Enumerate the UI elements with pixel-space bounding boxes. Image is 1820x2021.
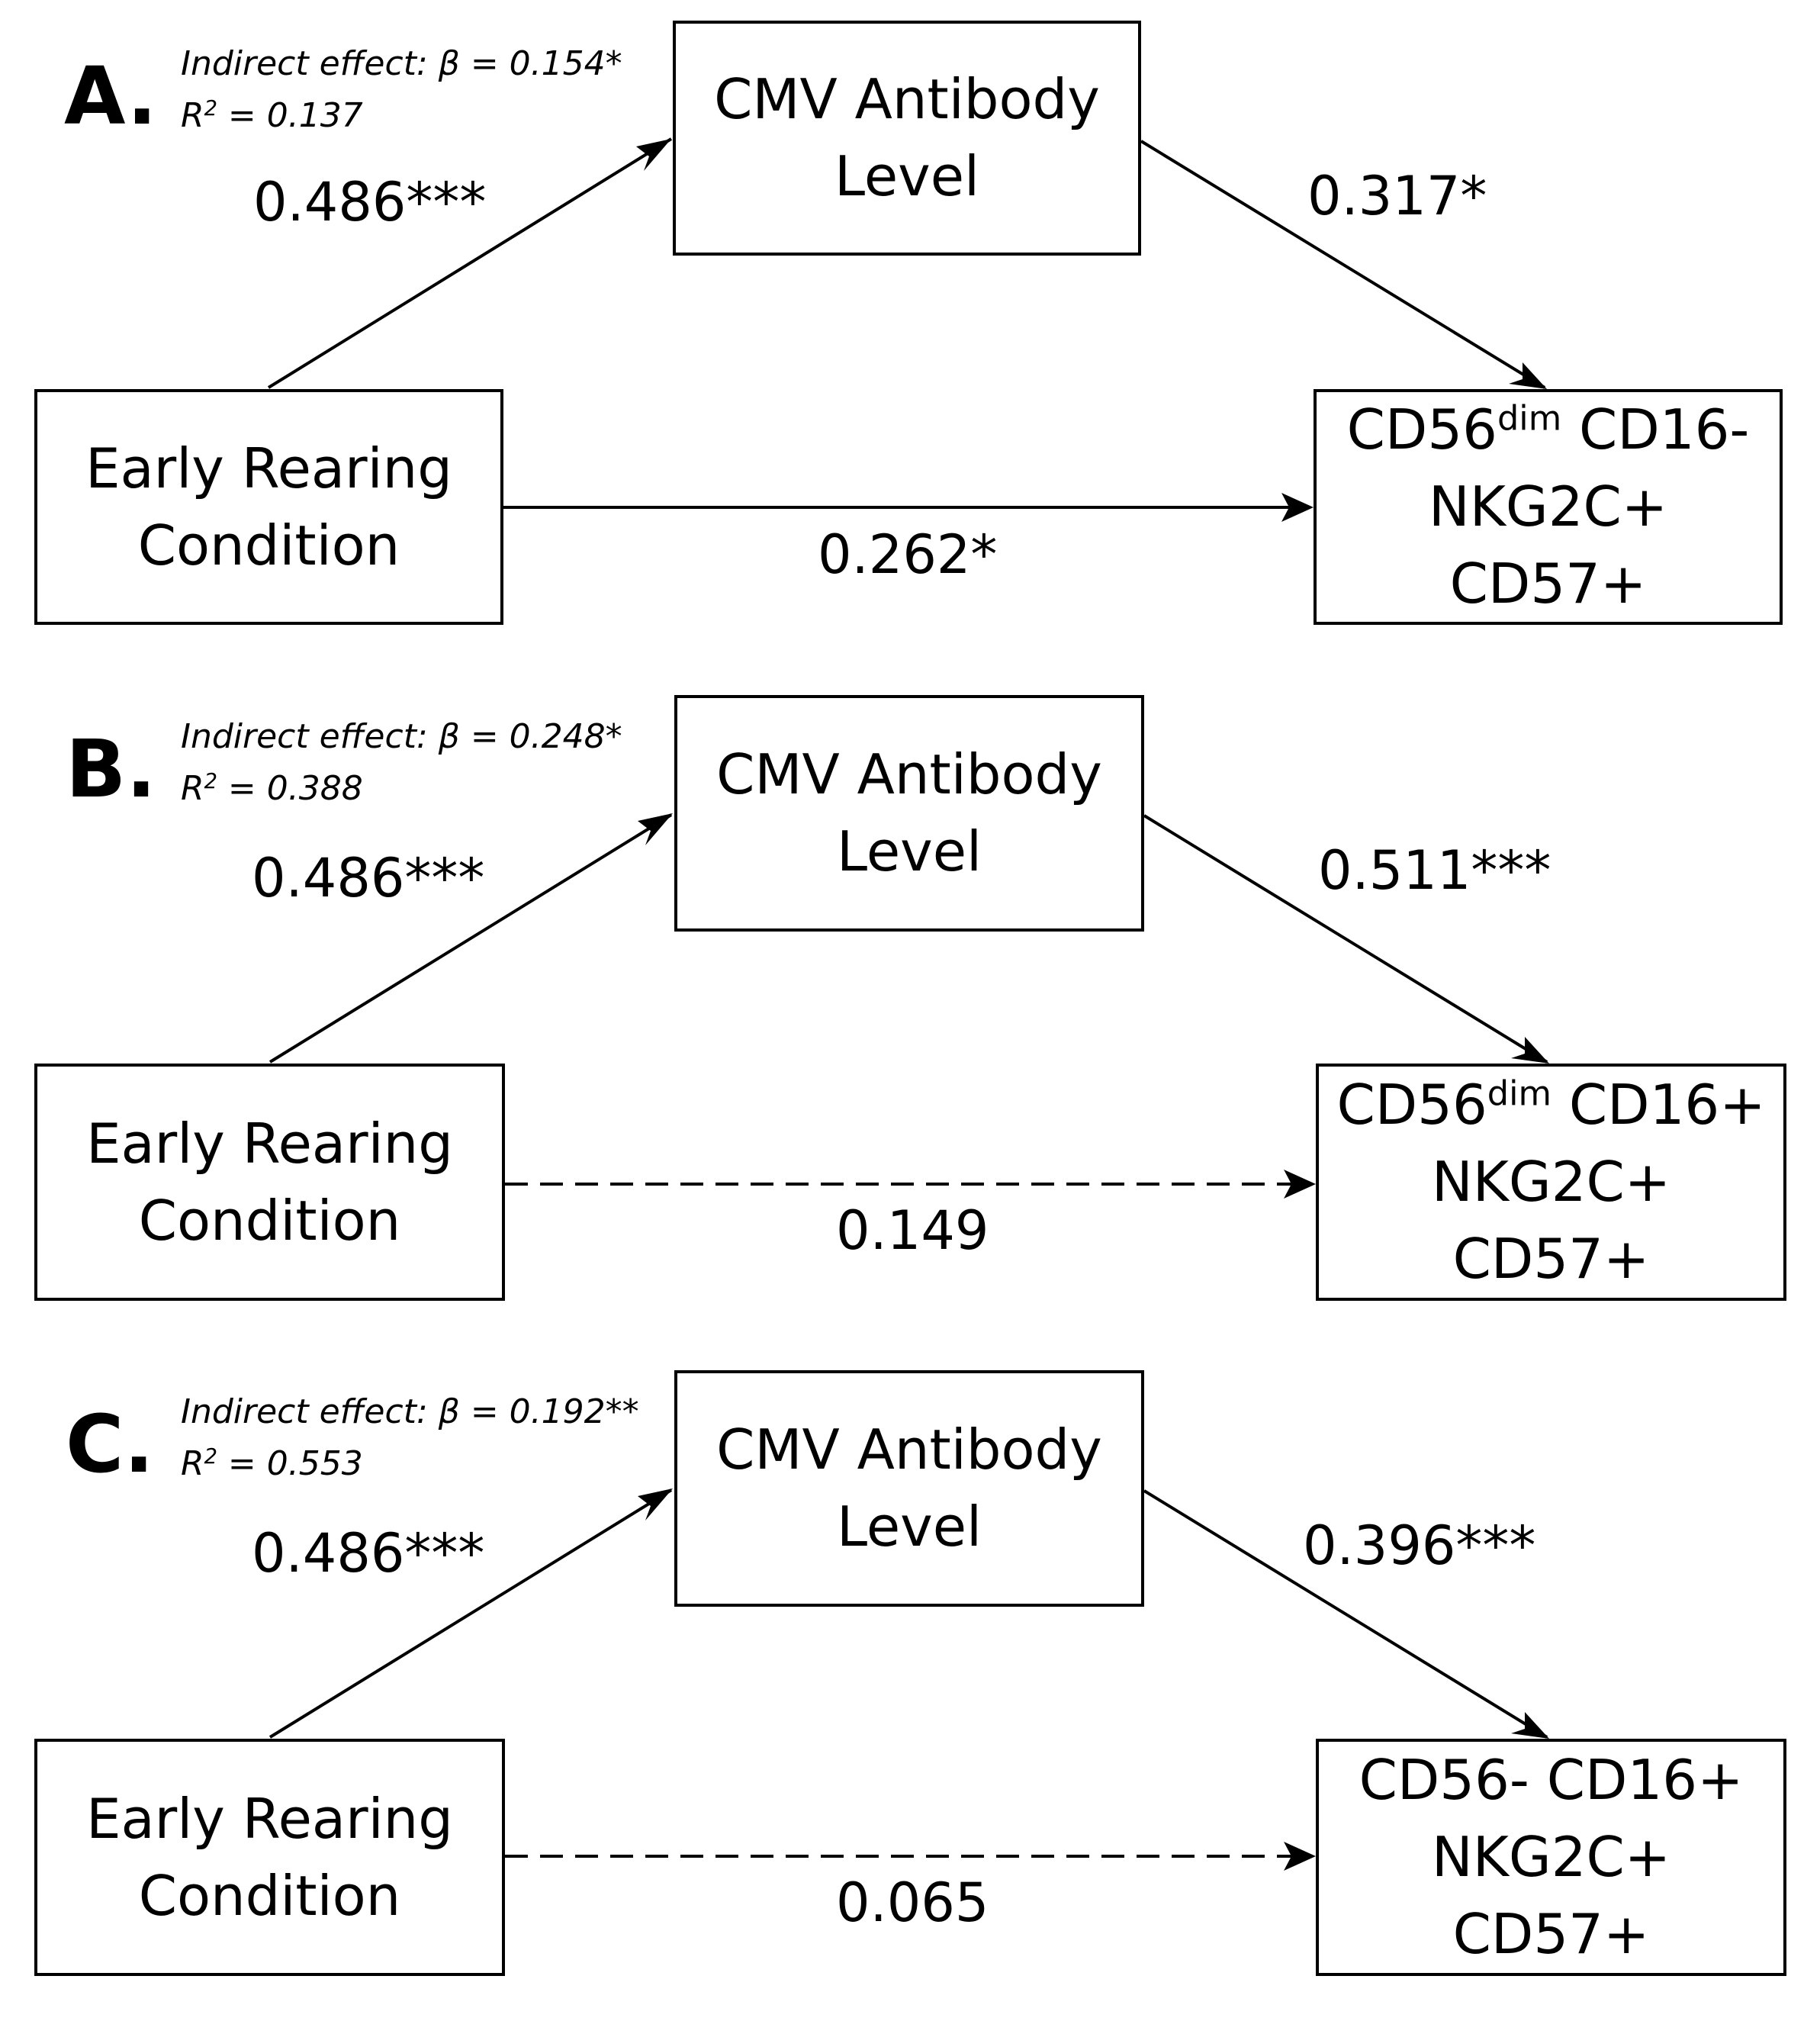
- r-squared-exponent: 2: [204, 1445, 217, 1469]
- predictor-line-1: Early Rearing: [85, 436, 452, 500]
- predictor-line-1: Early Rearing: [86, 1111, 453, 1176]
- mediator-line-2: Level: [834, 144, 980, 208]
- path-a-arrow: [268, 1488, 673, 1739]
- r-squared-value: = 0.388: [217, 769, 363, 808]
- path-b-arrowhead: [1511, 1712, 1549, 1739]
- mediator-box: CMV Antibody Level: [674, 695, 1144, 932]
- path-c-coefficient: 0.262*: [818, 523, 998, 586]
- predictor-box: Early Rearing Condition: [34, 1739, 505, 1976]
- outcome-line-2: NKG2C+: [1431, 1150, 1671, 1215]
- r-squared-exponent: 2: [204, 770, 217, 793]
- path-a-coefficient: 0.486***: [252, 1522, 485, 1585]
- mediator-line-2: Level: [836, 1495, 982, 1559]
- outcome-box: CD56dim CD16- NKG2C+ CD57+: [1314, 389, 1783, 625]
- r-squared-note: R2 = 0.137: [181, 96, 363, 135]
- indirect-effect-note: Indirect effect: β = 0.248*: [181, 717, 622, 756]
- r-squared-note: R2 = 0.553: [181, 1447, 363, 1481]
- r-squared-symbol: R: [181, 1444, 204, 1483]
- r-squared-note: R2 = 0.388: [181, 769, 363, 808]
- path-b-coefficient: 0.317*: [1307, 165, 1487, 227]
- path-a-coefficient: 0.486***: [252, 847, 485, 909]
- panel-b: B. Indirect effect: β = 0.248* R2 = 0.38…: [0, 674, 1820, 1346]
- panel-a: A. Indirect effect: β = 0.154* R2 = 0.13…: [0, 0, 1820, 671]
- predictor-line-2: Condition: [138, 1188, 401, 1253]
- path-c-arrowhead: [1281, 493, 1314, 522]
- path-a-arrow: [268, 813, 673, 1064]
- predictor-line-2: Condition: [138, 1863, 401, 1928]
- path-b-coefficient: 0.511***: [1318, 839, 1552, 902]
- predictor-box: Early Rearing Condition: [34, 389, 503, 625]
- r-squared-symbol: R: [181, 96, 204, 135]
- outcome-line-1: CD56dim CD16-: [1347, 391, 1750, 468]
- outcome-marker: CD56- CD16+: [1359, 1748, 1744, 1813]
- outcome-line-2: NKG2C+: [1431, 1825, 1671, 1890]
- path-b-arrow: [1140, 140, 1546, 389]
- panel-c: C. Indirect effect: β = 0.192** R2 = 0.5…: [0, 1350, 1820, 2021]
- outcome-line-3: CD57+: [1452, 1226, 1650, 1291]
- mediator-line-1: CMV Antibody: [714, 67, 1100, 132]
- outcome-marker-rest: CD16+: [1552, 1073, 1766, 1138]
- path-b-arrow: [1143, 1489, 1548, 1739]
- mediator-box: CMV Antibody Level: [673, 21, 1141, 256]
- path-c-arrowhead: [1284, 1842, 1316, 1871]
- path-b-arrowhead: [1511, 1037, 1549, 1064]
- mediator-line-1: CMV Antibody: [716, 1418, 1102, 1482]
- path-a-arrowhead: [638, 813, 673, 845]
- outcome-line-2: NKG2C+: [1428, 475, 1668, 539]
- panel-a-arrows: [267, 137, 1547, 522]
- path-b-coefficient: 0.396***: [1303, 1514, 1536, 1577]
- outcome-marker: CD56: [1336, 1073, 1487, 1138]
- outcome-marker-sup: dim: [1487, 1073, 1552, 1114]
- path-a-arrowhead: [636, 139, 671, 171]
- panel-c-arrows: [268, 1488, 1549, 1871]
- panel-label: C.: [66, 1398, 154, 1491]
- path-c-arrowhead: [1284, 1170, 1316, 1199]
- r-squared-symbol: R: [181, 769, 204, 808]
- panel-label: B.: [66, 722, 156, 816]
- path-a-arrowhead: [638, 1488, 673, 1521]
- r-squared-exponent: 2: [204, 97, 217, 121]
- predictor-box: Early Rearing Condition: [34, 1064, 505, 1301]
- r-squared-value: = 0.137: [217, 96, 363, 135]
- r-squared-value: = 0.553: [217, 1444, 363, 1483]
- outcome-marker: CD56: [1346, 397, 1497, 462]
- predictor-line-1: Early Rearing: [86, 1786, 453, 1851]
- outcome-line-3: CD57+: [1452, 1901, 1650, 1966]
- panel-label: A.: [64, 50, 157, 143]
- path-b-arrowhead: [1509, 362, 1547, 389]
- mediator-line-2: Level: [836, 819, 982, 883]
- mediator-line-1: CMV Antibody: [716, 742, 1102, 807]
- indirect-effect-note: Indirect effect: β = 0.192**: [181, 1392, 639, 1431]
- mediator-box: CMV Antibody Level: [674, 1370, 1144, 1607]
- path-a-coefficient: 0.486***: [253, 171, 487, 233]
- outcome-marker-sup: dim: [1497, 398, 1562, 439]
- outcome-marker-rest: CD16-: [1561, 397, 1750, 462]
- indirect-effect-note: Indirect effect: β = 0.154*: [181, 44, 622, 83]
- outcome-box: CD56dim CD16+ NKG2C+ CD57+: [1316, 1064, 1786, 1301]
- outcome-line-1: CD56- CD16+: [1359, 1742, 1744, 1819]
- outcome-line-3: CD57+: [1449, 551, 1647, 616]
- path-b-arrow: [1143, 814, 1548, 1064]
- outcome-box: CD56- CD16+ NKG2C+ CD57+: [1316, 1739, 1786, 1976]
- path-c-coefficient: 0.065: [836, 1871, 989, 1934]
- outcome-line-1: CD56dim CD16+: [1336, 1067, 1765, 1144]
- path-c-coefficient: 0.149: [836, 1199, 989, 1262]
- predictor-line-2: Condition: [137, 513, 400, 578]
- path-a-arrow: [267, 137, 673, 389]
- panel-b-arrows: [268, 813, 1549, 1199]
